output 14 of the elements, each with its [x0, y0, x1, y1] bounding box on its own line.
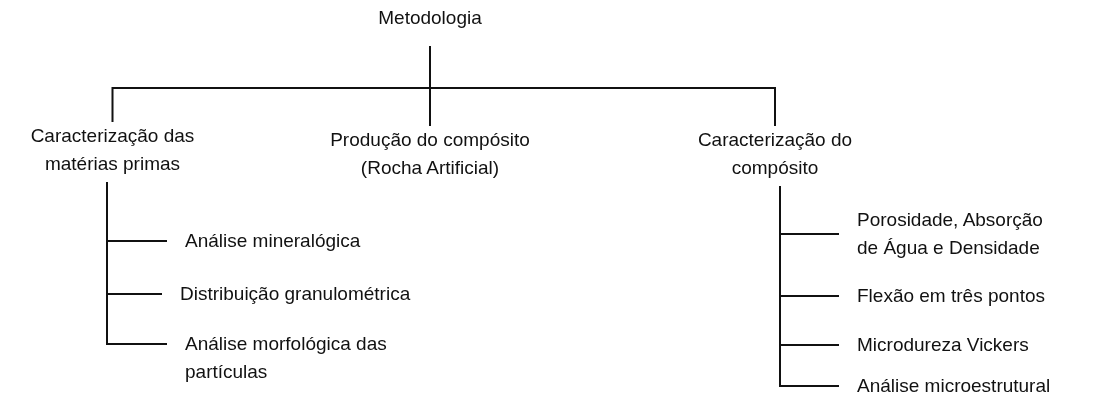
label-text: Distribuição granulométrica: [180, 280, 460, 308]
label-text: Caracterização do compósito: [670, 126, 880, 182]
connector-line: [429, 45, 776, 127]
label-text: Análise microestrutural: [857, 372, 1107, 400]
connector-line: [779, 185, 840, 387]
label-text: Microdureza Vickers: [857, 331, 1107, 359]
label-text: Produção do compósito (Rocha Artificial): [310, 126, 550, 182]
label-text: Metodologia: [330, 4, 530, 32]
label-text: Caracterização das matérias primas: [5, 122, 220, 178]
label-text: Flexão em três pontos: [857, 282, 1107, 310]
label-text: Análise mineralógica: [185, 227, 445, 255]
label-text: Análise morfológica das partículas: [185, 330, 455, 386]
label-text: Porosidade, Absorção de Água e Densidade: [857, 206, 1057, 262]
connector-line: [106, 181, 168, 345]
